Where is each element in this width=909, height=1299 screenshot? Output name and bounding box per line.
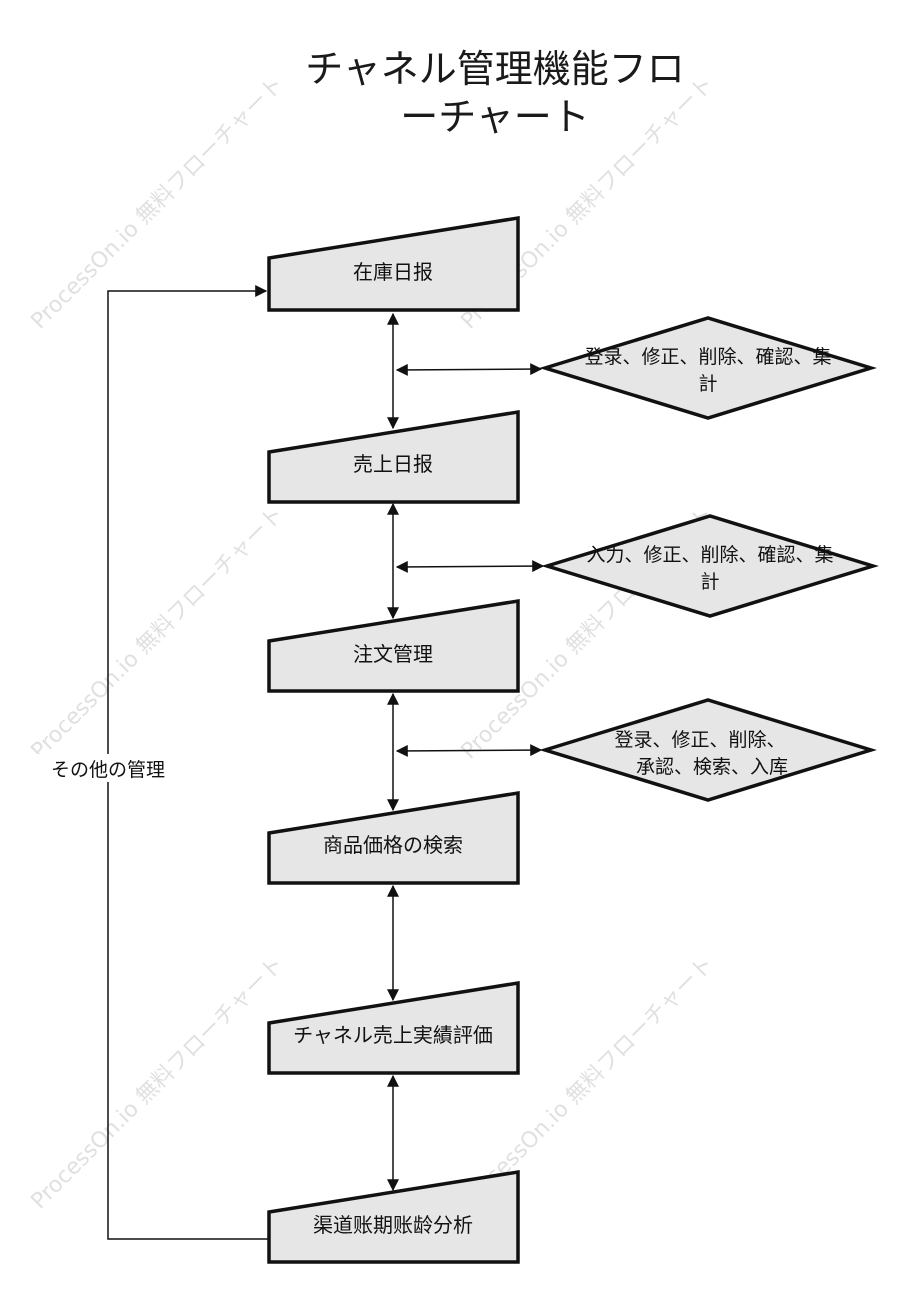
process-node-label: 商品価格の検索 [323,833,463,857]
side-label-bg [36,754,178,782]
connector-to-d1 [395,363,543,376]
watermark: ProcessOn.io 無料フローチャート [27,502,289,764]
process-node-label: 渠道账期账龄分析 [313,1213,473,1237]
process-node-n4[interactable]: 商品価格の検索 [267,790,520,885]
process-node-n5[interactable]: チャネル売上実績評価 [267,980,520,1075]
side-label: その他の管理 [51,759,165,781]
decision-label-line1: 入力、修正、削除、確認、集 [586,544,833,566]
decision-d2[interactable]: 入力、修正、削除、確認、集 計 [541,514,879,618]
process-node-n3[interactable]: 注文管理 [267,598,520,693]
process-node-n2[interactable]: 売上日报 [267,409,520,504]
chart-title-line2: ーチャート [400,95,590,139]
process-node-label: 在庫日报 [353,260,433,284]
decision-label-line2: 承認、検索、入库 [636,756,788,778]
process-node-label: 注文管理 [353,642,433,666]
process-node-label: チャネル売上実績評価 [293,1023,493,1047]
chart-title-line1: チャネル管理機能フロ [305,47,685,91]
decision-label-line1: 登录、修正、削除、確認、集 [584,346,831,368]
connector-to-d2 [395,560,545,573]
decision-label-line1: 登录、修正、削除、 [614,729,785,751]
horizontal-connectors [395,363,545,757]
process-node-n1[interactable]: 在庫日报 [267,215,520,312]
process-node-label: 売上日报 [353,452,433,476]
connector-to-d3 [395,744,543,757]
process-node-n6[interactable]: 渠道账期账龄分析 [267,1169,520,1264]
decision-label-line2: 計 [698,373,717,395]
decision-label-line2: 計 [700,571,719,593]
watermark: ProcessOn.io 無料フローチャート [27,72,289,334]
watermark: ProcessOn.io 無料フローチャート [27,952,289,1214]
decision-d3[interactable]: 登录、修正、削除、 承認、検索、入库 [539,698,877,802]
decision-d1[interactable]: 登录、修正、削除、確認、集 計 [539,316,877,420]
